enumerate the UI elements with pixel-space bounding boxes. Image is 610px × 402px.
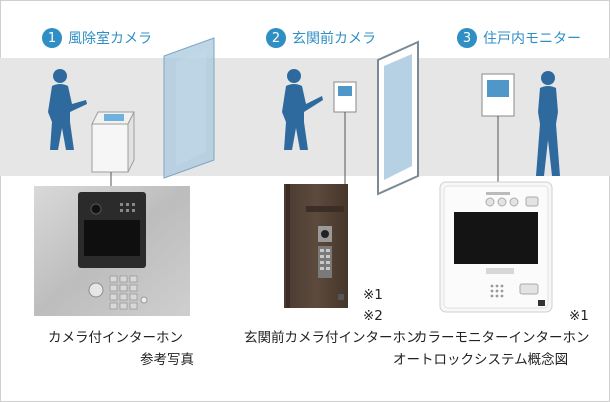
intercom-pedestal-icon xyxy=(91,111,135,173)
step-1-number: 1 xyxy=(42,28,62,48)
reference-photo-caption: 参考写真 xyxy=(140,352,194,368)
step-3-number: 3 xyxy=(457,28,477,48)
front-door-icon xyxy=(377,40,419,196)
monitor-caption: カラーモニターインターホン xyxy=(414,330,590,346)
step-2-title: 玄関前カメラ xyxy=(292,31,376,47)
step-3-title: 住戸内モニター xyxy=(483,31,581,47)
wall-monitor-icon xyxy=(481,73,515,117)
step-1-heading: 1 風除室カメラ xyxy=(42,27,152,49)
note-mark-2: ※2 xyxy=(363,308,383,324)
resident-silhouette-icon xyxy=(536,71,560,176)
door-intercom-panel xyxy=(284,184,348,308)
system-diagram-caption: オートロックシステム概念図 xyxy=(393,352,569,368)
glass-door-icon xyxy=(163,37,215,179)
lobby-intercom-panel xyxy=(34,186,190,316)
note-mark-3: ※1 xyxy=(569,308,589,324)
step-1-title: 風除室カメラ xyxy=(68,31,152,47)
lobby-intercom-caption: カメラ付インターホン xyxy=(48,330,183,346)
room-monitor-panel xyxy=(439,181,553,313)
step-2-number: 2 xyxy=(266,28,286,48)
step-3-heading: 3 住戸内モニター xyxy=(457,27,581,49)
step-2-heading: 2 玄関前カメラ xyxy=(266,27,376,49)
person-silhouette-icon xyxy=(282,69,323,150)
person-silhouette-icon xyxy=(48,69,87,150)
note-mark-1: ※1 xyxy=(363,287,383,303)
door-intercom-caption: 玄関前カメラ付インターホン xyxy=(244,330,420,346)
door-camera-unit-icon xyxy=(333,81,357,113)
